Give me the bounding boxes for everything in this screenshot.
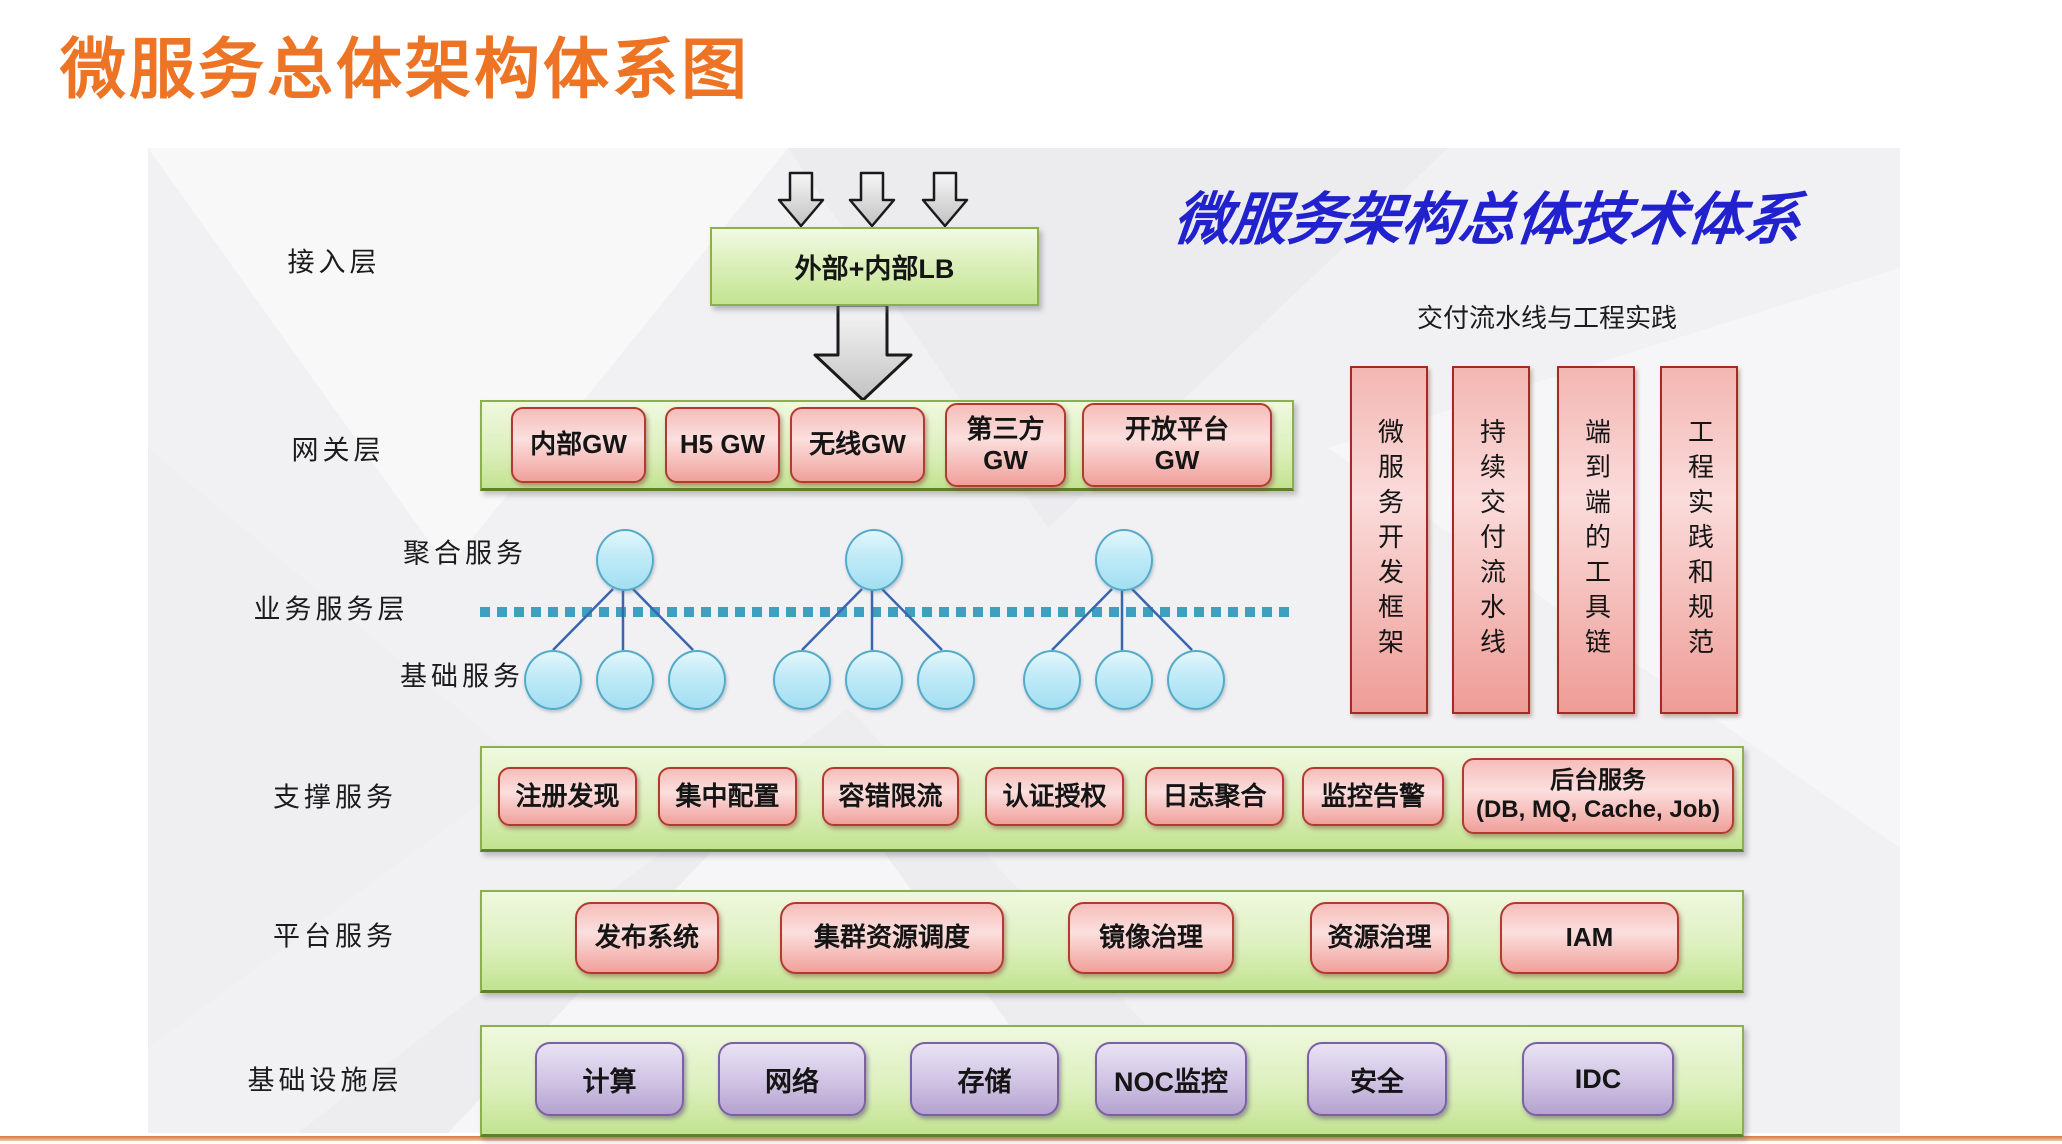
support-box: 集中配置 (658, 767, 797, 826)
bottom-divider (0, 1136, 2062, 1141)
platform-box: 资源治理 (1310, 902, 1449, 974)
infrastructure-box: NOC监控 (1095, 1042, 1247, 1116)
pipeline-box: 端到端的工具链 (1557, 366, 1635, 714)
base-service-circle (1023, 650, 1081, 710)
lb-box-label: 外部+内部LB (794, 254, 955, 284)
support-box: 容错限流 (822, 767, 959, 826)
platform-box: 镜像治理 (1068, 902, 1234, 974)
gateway-box: 第三方 GW (945, 403, 1066, 487)
layer-label-business: 业务服务层 (253, 594, 409, 625)
base-service-circle (1095, 650, 1153, 710)
aggregation-service-circle (596, 529, 654, 591)
support-box: 监控告警 (1302, 767, 1444, 826)
aggregation-service-circle (1095, 529, 1153, 591)
base-service-circle (1167, 650, 1225, 710)
gateway-box: 开放平台 GW (1082, 403, 1272, 487)
pipeline-box: 微服务开发框架 (1350, 366, 1428, 714)
layer-label-support: 支撑服务 (273, 782, 397, 813)
base-service-circle (596, 650, 654, 710)
pipeline-box: 持续交付流水线 (1452, 366, 1530, 714)
infrastructure-box: 网络 (718, 1042, 866, 1116)
base-service-circle (917, 650, 975, 710)
layer-label-platform: 平台服务 (273, 921, 397, 952)
label-base-services: 基础服务 (400, 661, 524, 692)
base-service-circle (524, 650, 582, 710)
infrastructure-box: 存储 (910, 1042, 1059, 1116)
infrastructure-box: 计算 (535, 1042, 684, 1116)
architecture-diagram: 微服务架构总体技术体系 交付流水线与工程实践 微服务开发框架 持续交付流水线 端… (148, 148, 1900, 1137)
lb-box: 外部+内部LB (710, 227, 1039, 306)
platform-box: 发布系统 (575, 902, 719, 974)
support-box: 日志聚合 (1145, 767, 1284, 826)
pipeline-box: 工程实践和规范 (1660, 366, 1738, 714)
label-aggregation-services: 聚合服务 (403, 538, 527, 569)
layer-label-access: 接入层 (287, 247, 381, 278)
infrastructure-box: IDC (1522, 1042, 1674, 1116)
base-service-circle (773, 650, 831, 710)
pipeline-title: 交付流水线与工程实践 (1416, 304, 1677, 333)
aggregation-service-circle (845, 529, 903, 591)
base-service-circle (845, 650, 903, 710)
page-title: 微服务总体架构体系图 (60, 32, 750, 106)
layer-label-infrastructure: 基础设施层 (247, 1065, 403, 1096)
gateway-box: H5 GW (665, 407, 780, 483)
infrastructure-box: 安全 (1307, 1042, 1447, 1116)
support-box: 注册发现 (498, 767, 637, 826)
platform-box: IAM (1500, 902, 1679, 974)
layer-label-gateway: 网关层 (291, 435, 385, 466)
base-service-circle (668, 650, 726, 710)
platform-box: 集群资源调度 (780, 902, 1004, 974)
support-box: 后台服务 (DB, MQ, Cache, Job) (1462, 758, 1734, 834)
gateway-box: 内部GW (511, 407, 646, 483)
right-title: 微服务架构总体技术体系 (1170, 189, 1805, 252)
gateway-box: 无线GW (790, 407, 925, 483)
support-box: 认证授权 (985, 767, 1124, 826)
